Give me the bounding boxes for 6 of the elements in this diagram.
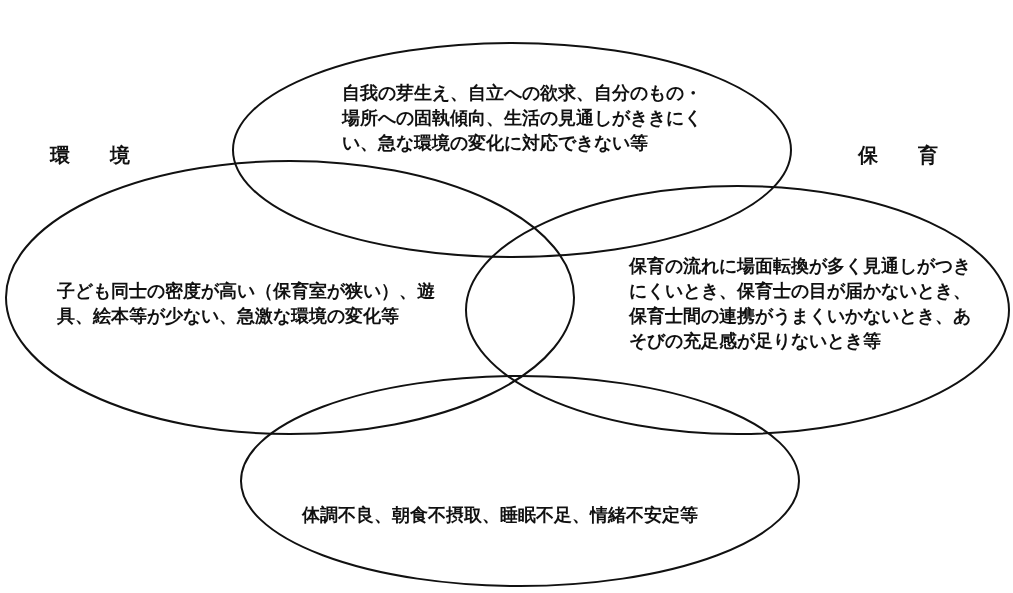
description-text: 子ども同士の密度が高い（保育室が狭い）、遊具、絵本等が少ない、急激な環境の変化等 [57,279,436,328]
category-heading: 保育 [858,142,978,169]
category-heading: 環境 [50,142,170,169]
description-text: 自我の芽生え、自立への欲求、自分のもの・場所への固執傾向、生活の見通しがききにくい、急な環境の変化に対応できない等 [342,81,703,155]
description-text: 体調不良、朝食不摂取、睡眠不足、情緒不安定等 [302,503,699,527]
description-text: 保育の流れに場面転換が多く見通しがつきにくいとき、保育士の目が届かないとき、保育士間の連携がうまくいかないとき、あそびの充足感が足りないとき等 [629,254,972,353]
